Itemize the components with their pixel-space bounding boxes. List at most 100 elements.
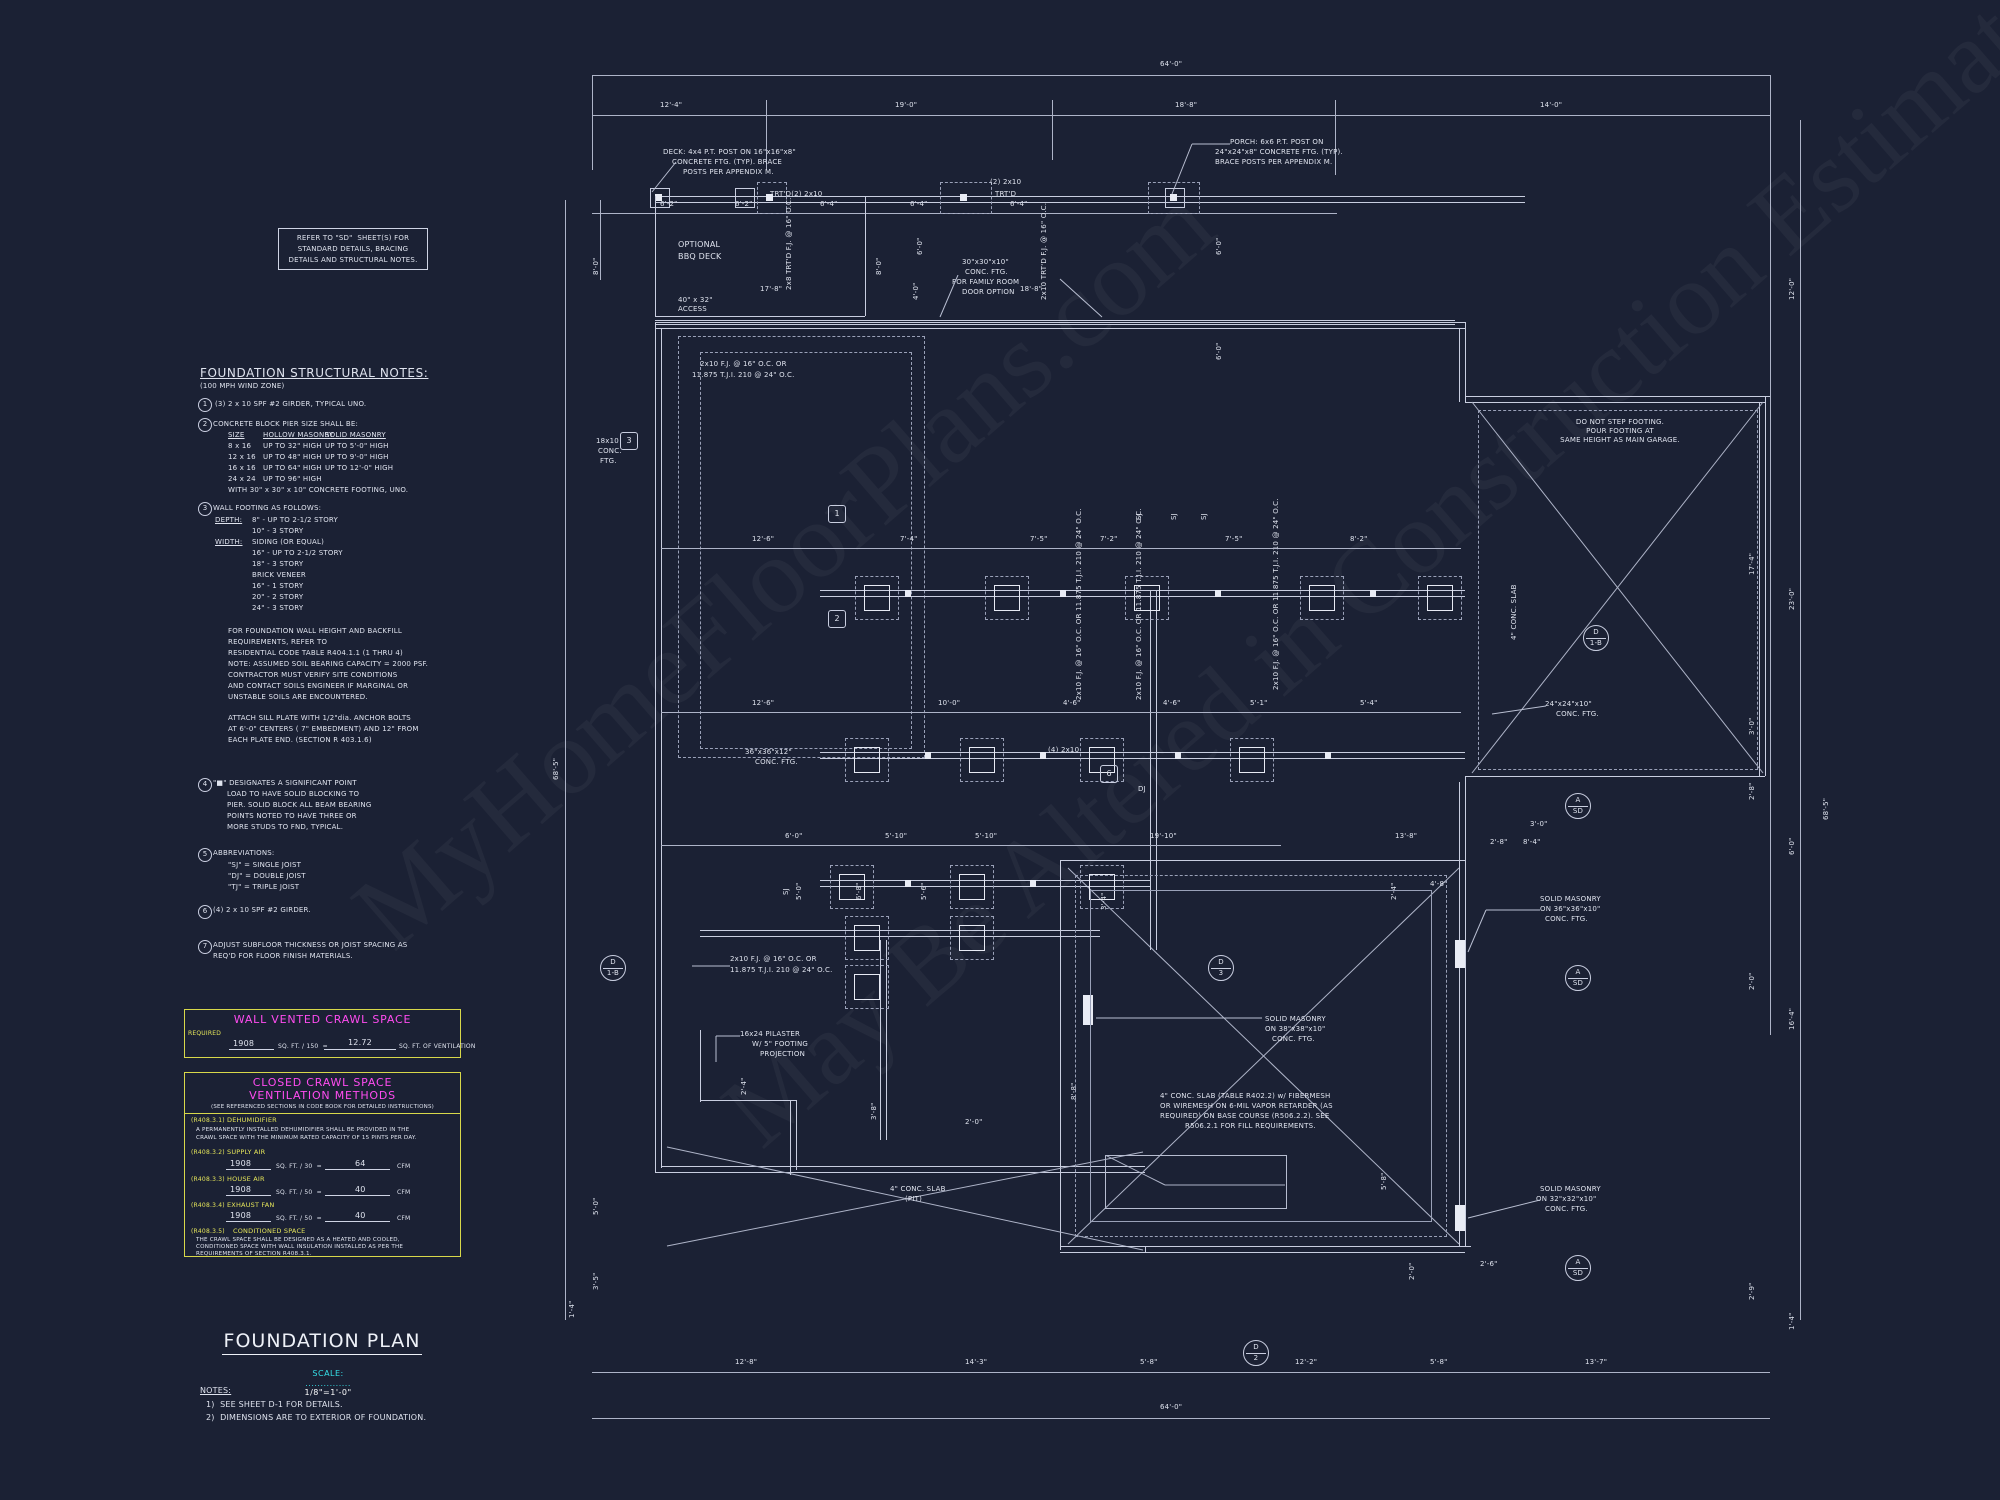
wall-vented-title: WALL VENTED CRAWL SPACE <box>233 1013 412 1026</box>
pier-table-h2: HOLLOW MASONRY <box>263 431 334 439</box>
solid-masonry-marker <box>1455 1205 1465 1231</box>
dim-misc-18: 3'-8" <box>870 1102 878 1120</box>
dim-bot-4: 5'-8" <box>1430 1358 1448 1366</box>
callout-family-ftg-3: DOOR OPTION <box>962 288 1015 296</box>
footer-note-0: 1) SEE SHEET D-1 FOR DETAILS. <box>206 1400 343 1409</box>
dim-left-3: 5'-0" <box>592 1197 600 1215</box>
bubble-5-top: D <box>1253 1343 1259 1351</box>
scale-dots: ............... <box>305 1378 351 1388</box>
pier <box>994 585 1020 611</box>
footer-note-1: 2) DIMENSIONS ARE TO EXTERIOR OF FOUNDAT… <box>206 1413 427 1422</box>
hex-tag-3: 3 <box>620 432 638 450</box>
method-4-body-1: CONDITIONED SPACE WITH WALL INSULATION I… <box>196 1244 404 1250</box>
pier-r0c2: UP TO 5'-0" HIGH <box>325 442 389 450</box>
callout-trtd-b-1: TRT'D <box>995 190 1017 198</box>
method-3-area: 1908 <box>230 1211 252 1220</box>
width-row-0: SIDING (OR EQUAL) <box>252 538 325 546</box>
method-1-unit: CFM <box>397 1163 411 1170</box>
pier <box>839 874 865 900</box>
joist-run-4: 2x10 F.J. @ 16" O.C. OR 11.875 T.J.I. 21… <box>1272 498 1280 690</box>
hex-tag-1: 1 <box>828 505 846 523</box>
callout-garage-ftg-0: 24"x24"x10" <box>1545 700 1592 708</box>
note-6-text: (4) 2 x 10 SPF #2 GIRDER. <box>213 906 311 914</box>
width-row-3: BRICK VENEER <box>252 571 306 579</box>
callout-pier18-0: 18x10 <box>596 437 619 445</box>
dim-misc-19: 2'-0" <box>965 1118 983 1126</box>
width-label: WIDTH: <box>215 538 243 546</box>
callout-slab-2: REQUIRED) ON BASE COURSE (R506.2.2). SEE <box>1160 1112 1330 1120</box>
callout-fj-top-0: 2x10 F.J. @ 16" O.C. OR <box>700 360 787 368</box>
para1-l0: FOR FOUNDATION WALL HEIGHT AND BACKFILL <box>228 627 402 635</box>
pier <box>864 585 890 611</box>
garage-slab-hatch <box>1471 401 1764 774</box>
pier-table-footer: WITH 30" x 30" x 10" CONCRETE FOOTING, U… <box>228 486 409 494</box>
dim-ia-0: 12'-6" <box>752 535 775 543</box>
dim-misc-22: 2'-0" <box>1408 1262 1416 1280</box>
note-number-4: 4 <box>198 778 212 792</box>
dim-misc-12: 3'-0" <box>1530 820 1548 828</box>
callout-sm38-0: SOLID MASONRY <box>1265 1015 1326 1023</box>
note-number-1: 1 <box>198 398 212 412</box>
scale-value: 1/8"=1'-0" <box>304 1388 352 1398</box>
solid-masonry-marker <box>1455 940 1465 968</box>
bubble-6-bottom: 3 <box>1218 969 1224 977</box>
dim-right-6: 2'-0" <box>1748 972 1756 990</box>
note-3-text: WALL FOOTING AS FOLLOWS: <box>213 504 322 512</box>
callout-pier18-1: CONC. <box>598 447 622 455</box>
closed-crawl-title2: VENTILATION METHODS <box>249 1089 396 1102</box>
width-row-6: 24" - 3 STORY <box>252 604 304 612</box>
bubble-3-bottom: SD <box>1572 979 1584 987</box>
dim-deck-4: 6'-4" <box>1010 200 1028 208</box>
method-1-name: SUPPLY AIR <box>227 1148 266 1156</box>
callout-trtd-a: TRT'D(2) 2x10 <box>770 190 823 198</box>
dim-misc-4b: 6'-0" <box>1215 237 1223 255</box>
width-row-2: 18" - 3 STORY <box>252 560 304 568</box>
bubble-5-bottom: 2 <box>1253 1354 1259 1362</box>
callout-do-not-step-0: DO NOT STEP FOOTING. <box>1575 418 1665 426</box>
dim-ia-5: 8'-2" <box>1350 535 1368 543</box>
dim-ib-5: 5'-1" <box>1250 699 1268 707</box>
closed-crawl-box: CLOSED CRAWL SPACE VENTILATION METHODS (… <box>184 1072 461 1257</box>
depth-row-1: 10" - 3 STORY <box>252 527 304 535</box>
method-3-code: (R408.3.4) <box>191 1202 225 1209</box>
para1-l4: CONTRACTOR MUST VERIFY SITE CONDITIONS <box>228 671 398 679</box>
bubble-2-top: D <box>610 958 616 966</box>
method-1-area: 1908 <box>230 1159 252 1168</box>
callout-pilaster-2: PROJECTION <box>760 1050 806 1058</box>
dim-top-1: 19'-0" <box>895 101 918 109</box>
pier <box>854 747 880 773</box>
joist-label-sj-2: SJ <box>1170 513 1178 520</box>
abbrev-2: "TJ" = TRIPLE JOIST <box>228 883 300 891</box>
closed-crawl-subtitle: (SEE REFERENCED SECTIONS IN CODE BOOK FO… <box>210 1104 434 1110</box>
wall-vented-unit2: SQ. FT. OF VENTILATION <box>399 1043 476 1050</box>
dim-top-2: 18'-8" <box>1175 101 1198 109</box>
method-2-result: 40 <box>355 1185 366 1194</box>
dim-ib-6: 5'-4" <box>1360 699 1378 707</box>
pier-r3c1: UP TO 96" HIGH <box>263 475 322 483</box>
deck-post-footing <box>1165 188 1185 208</box>
dim-right-5: 6'-0" <box>1788 837 1796 855</box>
pier-r1c1: UP TO 48" HIGH <box>263 453 322 461</box>
depth-label: DEPTH: <box>215 516 243 524</box>
callout-sm36-1: ON 36"x36"x10" <box>1540 905 1601 913</box>
para1-l1: REQUIREMENTS, REFER TO <box>228 638 328 646</box>
para1-l2: RESIDENTIAL CODE TABLE R404.1.1 (1 THRU … <box>228 649 403 657</box>
callout-sm38-2: CONC. FTG. <box>1272 1035 1315 1043</box>
note-5-text: ABBREVIATIONS: <box>213 849 275 857</box>
wall-vented-required-label: REQUIRED <box>188 1030 222 1037</box>
callout-do-not-step-1: POUR FOOTING AT <box>1586 427 1654 435</box>
pier-r0c0: 8 x 16 <box>228 442 252 450</box>
structural-notes-heading: FOUNDATION STRUCTURAL NOTES: <box>200 366 429 380</box>
callout-pier18-2: FTG. <box>600 457 617 465</box>
callout-deck-post-1: CONCRETE FTG. (TYP). BRACE <box>672 158 783 166</box>
method-2-area: 1908 <box>230 1185 252 1194</box>
dim-misc-20: 2'-4" <box>740 1077 748 1095</box>
method-2-unit: CFM <box>397 1189 411 1196</box>
dim-right-0: 12'-0" <box>1788 277 1796 300</box>
dim-misc-4c: 6'-0" <box>1215 342 1223 360</box>
dim-right-4: 2'-8" <box>1748 782 1756 800</box>
method-2-name: HOUSE AIR <box>227 1175 265 1183</box>
dim-right-2: 23'-0" <box>1788 587 1796 610</box>
para1-l5: AND CONTACT SOILS ENGINEER IF MARGINAL O… <box>228 682 409 690</box>
